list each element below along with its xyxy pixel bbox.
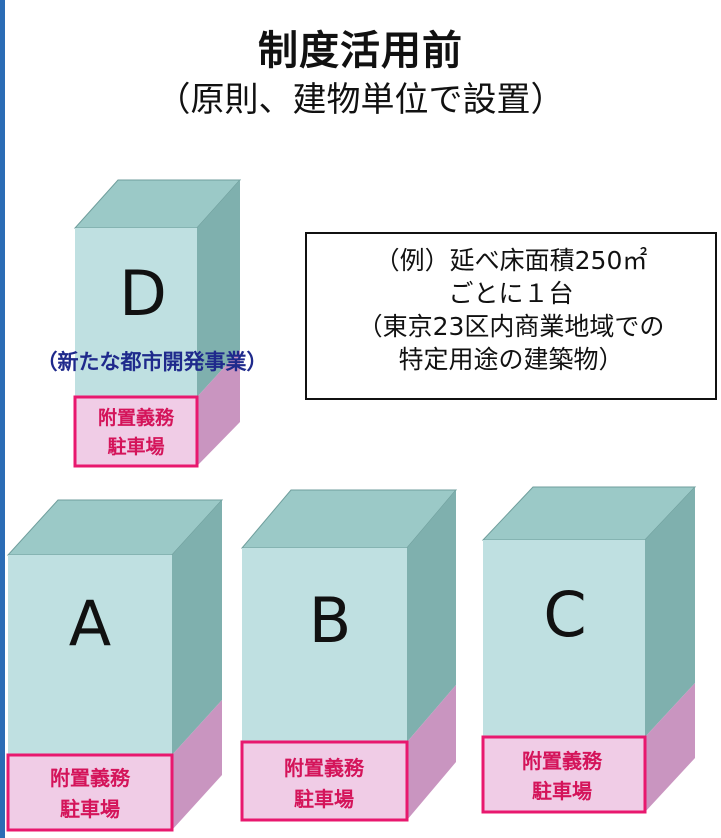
parking-a-front [6, 753, 174, 832]
note-line-1: （例）延べ床面積250㎡ [374, 246, 648, 275]
parking-c-side [645, 683, 695, 812]
parking-c-line1: 附置義務 [522, 749, 603, 773]
parking-a-line1: 附置義務 [50, 766, 131, 790]
parking-d-line1: 附置義務 [98, 406, 175, 429]
building-d-front [75, 228, 197, 397]
diagram-subtitle: （原則、建物単位で設置） [156, 80, 565, 120]
example-note-box: （例）延べ床面積250㎡ ごとに１台 （東京23区内商業地域での 特定用途の建築… [305, 232, 717, 400]
parking-d-front [73, 395, 199, 468]
building-d-label: D [119, 257, 167, 330]
parking-a-side [172, 700, 222, 830]
parking-d-side [197, 350, 240, 466]
building-b-side [407, 490, 456, 742]
building-b: B 附置義務 駐車場 [240, 489, 458, 822]
building-d-side [197, 180, 240, 397]
building-a: A 附置義務 駐車場 [6, 499, 224, 832]
parking-c-line2: 駐車場 [532, 779, 592, 803]
building-d: D 附置義務 駐車場 [73, 179, 242, 468]
building-c-front [483, 540, 645, 737]
building-c-label: C [543, 578, 586, 651]
building-c-side [645, 487, 695, 737]
parking-c-front [481, 735, 647, 814]
parking-a-line2: 駐車場 [60, 797, 120, 821]
note-line-2: ごとに１台 [448, 279, 574, 308]
note-line-3: （東京23区内商業地域での [357, 312, 665, 341]
parking-b-line2: 駐車場 [294, 787, 354, 811]
building-a-side [172, 500, 222, 755]
note-line-4: 特定用途の建築物） [398, 345, 624, 374]
building-b-label: B [309, 584, 352, 657]
building-d-caption: （新たな都市開発事業） [36, 350, 268, 374]
building-b-front [242, 548, 407, 742]
parking-b-side [407, 685, 456, 820]
building-a-label: A [69, 587, 111, 660]
building-a-front [8, 555, 172, 755]
left-border [0, 0, 5, 838]
diagram-title: 制度活用前 [258, 28, 463, 74]
parking-b-line1: 附置義務 [284, 756, 365, 780]
building-c: C 附置義務 駐車場 [481, 486, 697, 814]
parking-b-front [240, 740, 409, 822]
parking-d-line2: 駐車場 [107, 435, 164, 458]
